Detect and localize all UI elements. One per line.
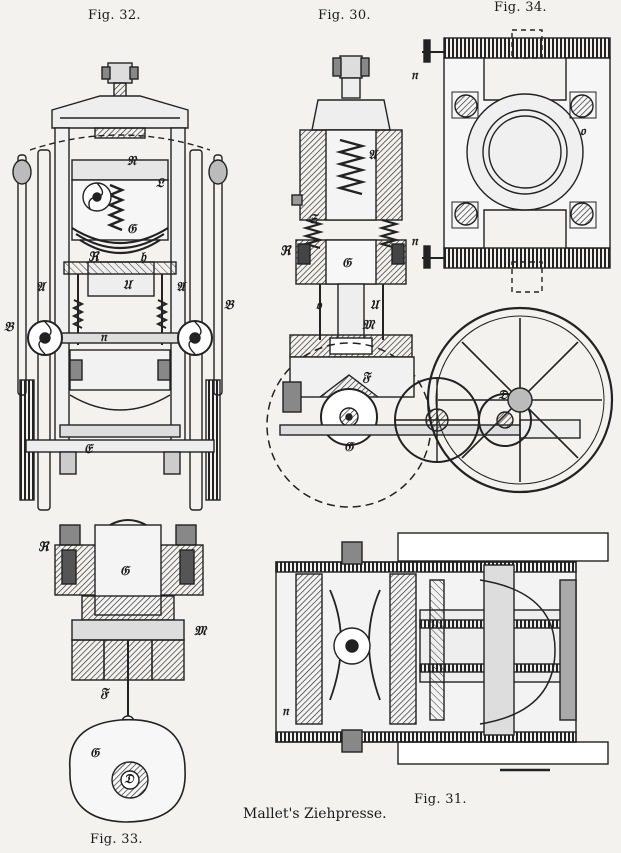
- part-letter: 𝔊: [342, 256, 352, 271]
- fig-34-label: Fig. 34.: [494, 0, 547, 15]
- figure-31-plan-view: [275, 532, 609, 772]
- part-letter: 𝔈: [84, 442, 92, 457]
- part-letter: 𝔑: [127, 154, 137, 169]
- fig-32-label: Fig. 32.: [88, 8, 141, 23]
- fig-33-label: Fig. 33.: [90, 832, 143, 847]
- figure-30-section-view: [266, 55, 614, 508]
- part-letter: 𝔫: [411, 234, 418, 249]
- part-letter: 𝔬: [580, 124, 586, 139]
- part-letter: 𝔘: [123, 278, 132, 293]
- part-letter: 𝔄: [36, 280, 45, 295]
- part-letter: 𝔊: [344, 440, 354, 455]
- fig-31-label: Fig. 31.: [414, 792, 467, 807]
- part-letter: 𝔅: [4, 320, 14, 335]
- part-letter: 𝔐: [194, 624, 206, 639]
- part-letter: ℜ: [88, 250, 99, 265]
- part-letter: 𝔇: [124, 772, 134, 787]
- part-letter: 𝔅: [224, 298, 234, 313]
- figure-32-front-view: [12, 62, 228, 511]
- part-letter: 𝔖: [308, 212, 318, 227]
- part-letter: 𝔇: [498, 388, 508, 403]
- fig-30-label: Fig. 30.: [318, 8, 371, 23]
- part-letter: 𝔉: [362, 370, 371, 385]
- part-letter: 𝔫: [100, 330, 107, 345]
- part-letter: 𝔊: [120, 564, 130, 579]
- part-letter: 𝔊: [90, 746, 100, 761]
- part-letter: 𝔏: [156, 176, 164, 191]
- plate-caption: Mallet's Ziehpresse.: [243, 806, 387, 822]
- part-letter: 𝔐: [362, 318, 374, 333]
- part-letter: 𝔄: [176, 280, 185, 295]
- part-letter: 𝔫: [282, 704, 289, 719]
- part-letter: 𝔫: [411, 68, 418, 83]
- part-letter: 𝔥: [140, 250, 146, 265]
- part-letter: 𝔉: [100, 686, 109, 701]
- part-letter: ℜ: [280, 244, 291, 259]
- figure-33-detail-section: [54, 519, 204, 823]
- part-letter: 𝔬: [316, 298, 322, 313]
- figure-34-top-view: [422, 29, 611, 293]
- part-letter: ℜ: [38, 540, 49, 555]
- part-letter: 𝔊: [127, 222, 137, 237]
- part-letter: 𝔄: [368, 148, 377, 163]
- part-letter: 𝔘: [370, 298, 379, 313]
